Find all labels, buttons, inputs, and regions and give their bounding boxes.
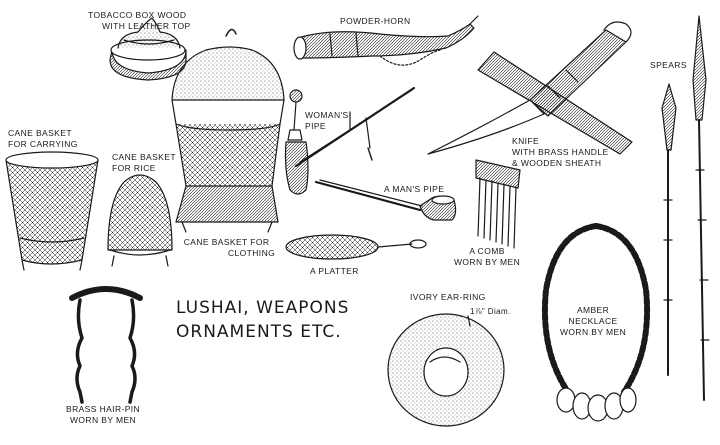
label-ivory-ear-ring: IVORY EAR-RING [410, 292, 486, 302]
brass-hair-pin-drawing [69, 286, 143, 404]
label-brass-hair-pin: BRASS HAIR-PIN WORN BY MEN [66, 404, 141, 425]
label-powder-horn: POWDER-HORN [340, 16, 411, 26]
label-tobacco-box: TOBACCO BOX WOOD WITH LEATHER TOP [88, 10, 191, 31]
womans-pipe-drawing [284, 86, 416, 195]
label-knife: KNIFE WITH BRASS HANDLE & WOODEN SHEATH [512, 136, 609, 168]
knife-drawing [427, 21, 633, 155]
cane-basket-rice-drawing [107, 174, 173, 267]
label-cane-basket-clothing: CANE BASKET FOR CLOTHING [183, 237, 276, 258]
platter-drawing [285, 234, 427, 260]
plate-title: LUSHAI, WEAPONS ORNAMENTS ETC. [176, 298, 350, 342]
powder-horn-drawing [293, 15, 479, 66]
tobacco-box-drawing [109, 17, 187, 81]
ivory-ear-ring-drawing [387, 313, 505, 427]
amber-necklace-drawing [541, 223, 651, 422]
label-platter: A PLATTER [310, 266, 359, 276]
label-spears: SPEARS [650, 60, 687, 70]
mans-pipe-drawing [314, 179, 457, 221]
label-mans-pipe: A MAN'S PIPE [384, 184, 445, 194]
label-ivory-ear-ring-size: 1⅞" Diam. [470, 307, 511, 316]
label-cane-basket-carrying: CANE BASKET FOR CARRYING [8, 128, 78, 149]
cane-basket-clothing-drawing [171, 28, 285, 233]
label-comb: A COMB WORN BY MEN [454, 246, 521, 267]
spears-drawing [661, 15, 710, 401]
label-womans-pipe: WOMAN'S PIPE [305, 110, 349, 131]
label-cane-basket-rice: CANE BASKET FOR RICE [112, 152, 176, 173]
label-amber-necklace: AMBER NECKLACE WORN BY MEN [560, 305, 627, 337]
cane-basket-carrying-drawing [5, 151, 99, 271]
comb-drawing [475, 159, 521, 249]
